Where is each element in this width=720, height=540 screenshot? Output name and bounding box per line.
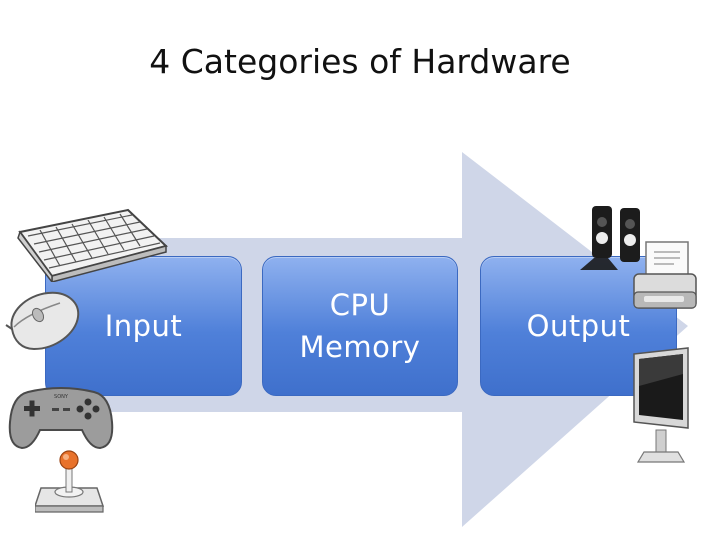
gamepad-brand: SONY [54,394,69,400]
output-label: Output [527,305,631,347]
cpu-memory-box: CPU Memory [262,256,458,396]
joystick-icon [35,448,105,514]
mouse-icon [4,287,84,357]
printer-icon [630,240,698,316]
keyboard-icon [10,206,170,282]
gamepad-icon: SONY [8,382,114,452]
input-label: Input [105,305,183,347]
cpu-label: CPU [330,284,390,326]
monitor-icon [630,346,692,470]
memory-label: Memory [300,326,421,368]
